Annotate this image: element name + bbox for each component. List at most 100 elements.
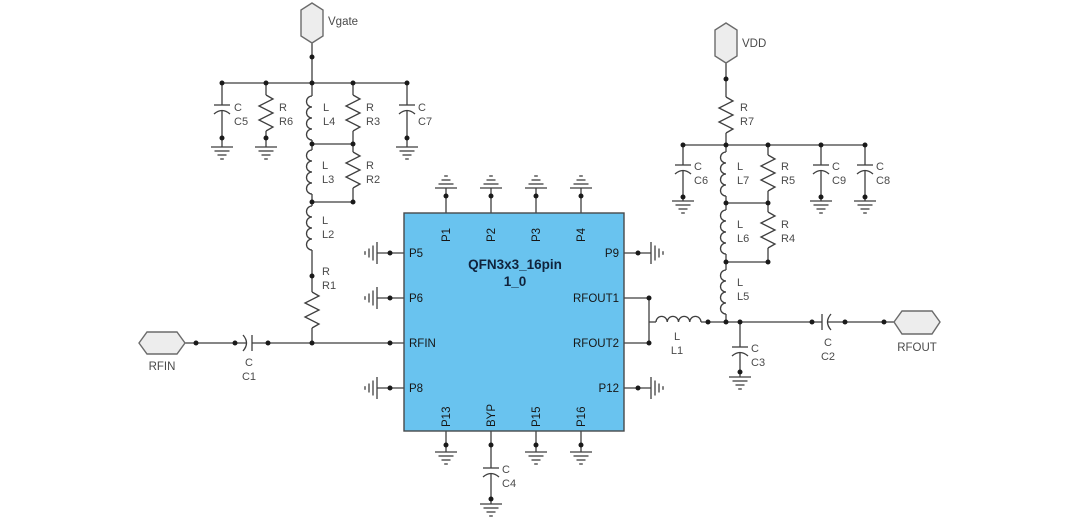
ground-icon bbox=[569, 451, 593, 465]
capacitor-C9[interactable]: C C9 bbox=[812, 161, 846, 187]
inductor-L4[interactable]: L L4 bbox=[305, 95, 336, 141]
component-type: C bbox=[694, 161, 702, 173]
inductor-icon bbox=[305, 149, 313, 195]
chip-name: QFN3x3_16pin bbox=[468, 257, 562, 272]
capacitor-C5[interactable]: C C5 bbox=[213, 102, 248, 128]
resistor-R5[interactable]: R R5 bbox=[759, 154, 795, 192]
port-rfout[interactable]: RFOUT bbox=[893, 310, 941, 354]
port-hexagon-icon bbox=[300, 2, 324, 44]
component-type: R bbox=[322, 266, 330, 278]
ground-icon bbox=[479, 175, 503, 189]
inductor-L2[interactable]: L L2 bbox=[305, 205, 335, 251]
inductor-L7[interactable]: L L7 bbox=[719, 151, 750, 197]
port-vgate[interactable]: Vgate bbox=[300, 2, 358, 44]
component-type: R bbox=[781, 219, 789, 231]
component-ref: C2 bbox=[821, 351, 835, 363]
resistor-R1[interactable]: R R1 bbox=[303, 266, 336, 329]
component-ref: L6 bbox=[737, 233, 749, 245]
chip-pin-label-P13: P13 bbox=[441, 407, 453, 427]
component-type: L bbox=[323, 102, 329, 114]
chip-pin-label-P6: P6 bbox=[409, 293, 423, 305]
resistor-icon bbox=[717, 96, 735, 134]
component-ref: L3 bbox=[322, 174, 334, 186]
resistor-R4[interactable]: R R4 bbox=[759, 211, 795, 249]
component-type: C bbox=[418, 102, 426, 114]
port-vdd[interactable]: VDD bbox=[714, 22, 766, 64]
ground-icon bbox=[524, 451, 548, 465]
chip-version: 1_0 bbox=[504, 274, 527, 289]
inductor-L1[interactable]: L L1 bbox=[655, 315, 702, 357]
component-type: L bbox=[737, 277, 743, 289]
chip-pin-label-P4: P4 bbox=[576, 227, 588, 242]
ground-icon bbox=[853, 200, 877, 214]
capacitor-C8[interactable]: C C8 bbox=[856, 161, 890, 187]
chip-pin-label-P3: P3 bbox=[531, 228, 543, 242]
ground-icon bbox=[434, 175, 458, 189]
chip-pin-label-P9: P9 bbox=[605, 248, 619, 260]
resistor-R6[interactable]: R R6 bbox=[257, 94, 293, 132]
chip-qfn3x3-16pin[interactable]: QFN3x3_16pin 1_0 P5 P6 RFIN P8 P9 RFOUT1… bbox=[403, 212, 625, 432]
component-type: L bbox=[674, 331, 680, 343]
component-type: R bbox=[740, 102, 748, 114]
chip-body[interactable] bbox=[403, 212, 625, 432]
port-label: RFOUT bbox=[897, 342, 937, 354]
component-ref: L2 bbox=[322, 229, 334, 241]
chip-pin-label-P8: P8 bbox=[409, 383, 423, 395]
resistor-icon bbox=[303, 291, 321, 329]
component-ref: C6 bbox=[694, 175, 708, 187]
chip-pin-label-P2: P2 bbox=[486, 228, 498, 242]
chip-pin-label-RFOUT1: RFOUT1 bbox=[573, 293, 619, 305]
component-type: C bbox=[502, 464, 510, 476]
ground-icon bbox=[364, 376, 378, 400]
chip-pin-label-P5: P5 bbox=[409, 248, 423, 260]
chip-pin-label-RFIN: RFIN bbox=[409, 338, 436, 350]
component-ref: C5 bbox=[234, 116, 248, 128]
capacitor-C3[interactable]: C C3 bbox=[731, 343, 765, 369]
chip-pin-label-RFOUT2: RFOUT2 bbox=[573, 338, 619, 350]
capacitor-C4[interactable]: C C4 bbox=[482, 464, 516, 490]
ground-icon bbox=[728, 376, 752, 390]
ground-icon bbox=[395, 146, 419, 160]
component-ref: R4 bbox=[781, 233, 795, 245]
ground-icon bbox=[569, 175, 593, 189]
component-type: R bbox=[781, 161, 789, 173]
chip-pin-label-P12: P12 bbox=[599, 383, 619, 395]
component-ref: L1 bbox=[671, 345, 683, 357]
resistor-icon bbox=[759, 154, 777, 192]
component-type: C bbox=[824, 337, 832, 349]
port-rfin[interactable]: RFIN bbox=[138, 331, 186, 373]
component-type: L bbox=[737, 219, 743, 231]
port-label: VDD bbox=[742, 38, 766, 50]
resistor-icon bbox=[257, 94, 275, 132]
port-label: RFIN bbox=[149, 361, 176, 373]
port-hexagon-icon bbox=[138, 331, 186, 355]
capacitor-C2[interactable]: C C2 bbox=[821, 313, 835, 363]
component-ref: C4 bbox=[502, 478, 516, 490]
resistor-R7[interactable]: R R7 bbox=[717, 96, 754, 134]
capacitor-C1[interactable]: C C1 bbox=[242, 334, 256, 383]
ground-icon bbox=[364, 286, 378, 310]
component-type: R bbox=[366, 160, 374, 172]
inductor-L5[interactable]: L L5 bbox=[719, 269, 750, 315]
component-ref: R5 bbox=[781, 175, 795, 187]
inductor-icon bbox=[719, 269, 727, 315]
component-type: R bbox=[366, 102, 374, 114]
inductor-L6[interactable]: L L6 bbox=[719, 209, 750, 255]
resistor-R3[interactable]: R R3 bbox=[344, 94, 380, 132]
inductor-icon bbox=[305, 95, 313, 141]
ground-icon bbox=[650, 241, 664, 265]
component-ref: R3 bbox=[366, 116, 380, 128]
chip-pin-label-P15: P15 bbox=[531, 407, 543, 427]
capacitor-C6[interactable]: C C6 bbox=[674, 161, 708, 187]
port-hexagon-icon bbox=[893, 310, 941, 335]
inductor-L3[interactable]: L L3 bbox=[305, 149, 335, 195]
resistor-R2[interactable]: R R2 bbox=[344, 151, 380, 189]
component-type: R bbox=[279, 102, 287, 114]
component-ref: C9 bbox=[832, 175, 846, 187]
capacitor-C7[interactable]: C C7 bbox=[398, 102, 432, 128]
component-type: C bbox=[234, 102, 242, 114]
component-ref: R1 bbox=[322, 280, 336, 292]
ground-icon bbox=[809, 200, 833, 214]
